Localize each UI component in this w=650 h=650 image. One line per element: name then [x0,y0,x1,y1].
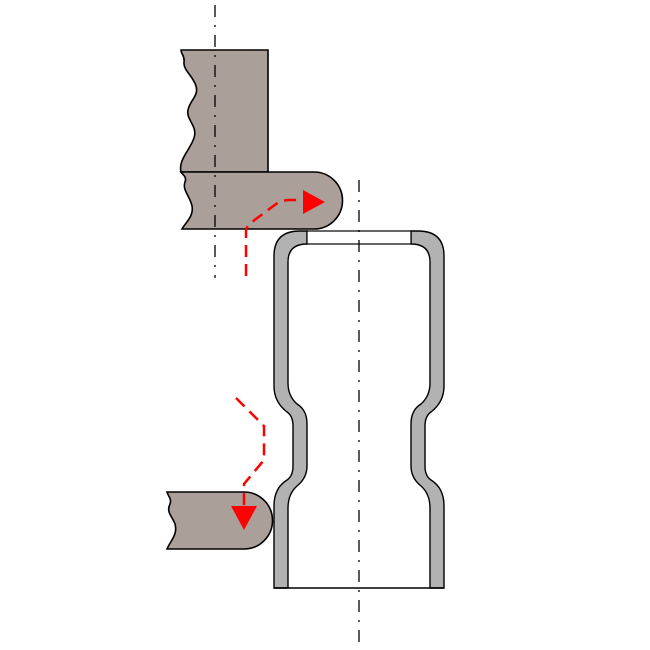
upper-forming-tool [179,49,344,230]
lower-flow-path [235,397,266,506]
upper-forming-roller [179,171,344,230]
lower-flow-arrow [231,397,266,530]
upper-tool-holder [179,49,269,173]
tube-workpiece [273,230,445,589]
upper-arrow-head [303,190,325,214]
lower-forming-roller [165,491,274,550]
upper-flow-path [244,198,304,276]
upper-flow-arrow [244,190,325,276]
lower-arrow-head [231,506,257,530]
